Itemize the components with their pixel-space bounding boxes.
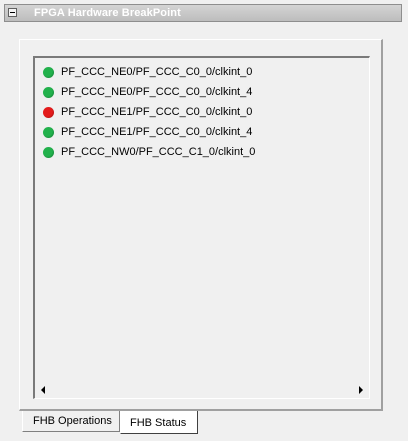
scrollbar-track[interactable] (51, 382, 353, 398)
collapse-icon[interactable] (8, 8, 17, 17)
scroll-left-button[interactable] (35, 382, 51, 398)
list-item[interactable]: PF_CCC_NW0/PF_CCC_C1_0/clkint_0 (43, 142, 255, 162)
scroll-left-arrow-icon (41, 386, 45, 394)
list-item-label: PF_CCC_NE1/PF_CCC_C0_0/clkint_4 (61, 126, 253, 138)
status-dot-icon (43, 86, 54, 98)
breakpoint-status-list[interactable]: PF_CCC_NE0/PF_CCC_C0_0/clkint_0 PF_CCC_N… (33, 56, 370, 399)
list-item[interactable]: PF_CCC_NE0/PF_CCC_C0_0/clkint_4 (43, 82, 255, 102)
status-dot-icon (43, 66, 54, 78)
tab-fhb-operations[interactable]: FHB Operations (22, 411, 120, 432)
breakpoint-list: PF_CCC_NE0/PF_CCC_C0_0/clkint_0 PF_CCC_N… (43, 62, 255, 162)
list-item-label: PF_CCC_NW0/PF_CCC_C1_0/clkint_0 (61, 146, 256, 158)
panel-title: FPGA Hardware BreakPoint (34, 7, 181, 19)
status-dot-icon (43, 146, 54, 158)
tab-fhb-status[interactable]: FHB Status (120, 411, 198, 434)
list-item[interactable]: PF_CCC_NE1/PF_CCC_C0_0/clkint_4 (43, 122, 255, 142)
list-item-label: PF_CCC_NE0/PF_CCC_C0_0/clkint_4 (61, 86, 253, 98)
list-item[interactable]: PF_CCC_NE0/PF_CCC_C0_0/clkint_0 (43, 62, 255, 82)
panel-title-bar: FPGA Hardware BreakPoint (4, 4, 402, 22)
horizontal-scrollbar[interactable] (35, 382, 369, 398)
scroll-right-arrow-icon (359, 386, 363, 394)
list-item[interactable]: PF_CCC_NE1/PF_CCC_C0_0/clkint_0 (43, 102, 255, 122)
status-dot-icon (43, 126, 54, 138)
list-item-label: PF_CCC_NE0/PF_CCC_C0_0/clkint_0 (61, 66, 253, 78)
scroll-right-button[interactable] (353, 382, 369, 398)
status-dot-icon (43, 106, 54, 118)
list-item-label: PF_CCC_NE1/PF_CCC_C0_0/clkint_0 (61, 106, 253, 118)
